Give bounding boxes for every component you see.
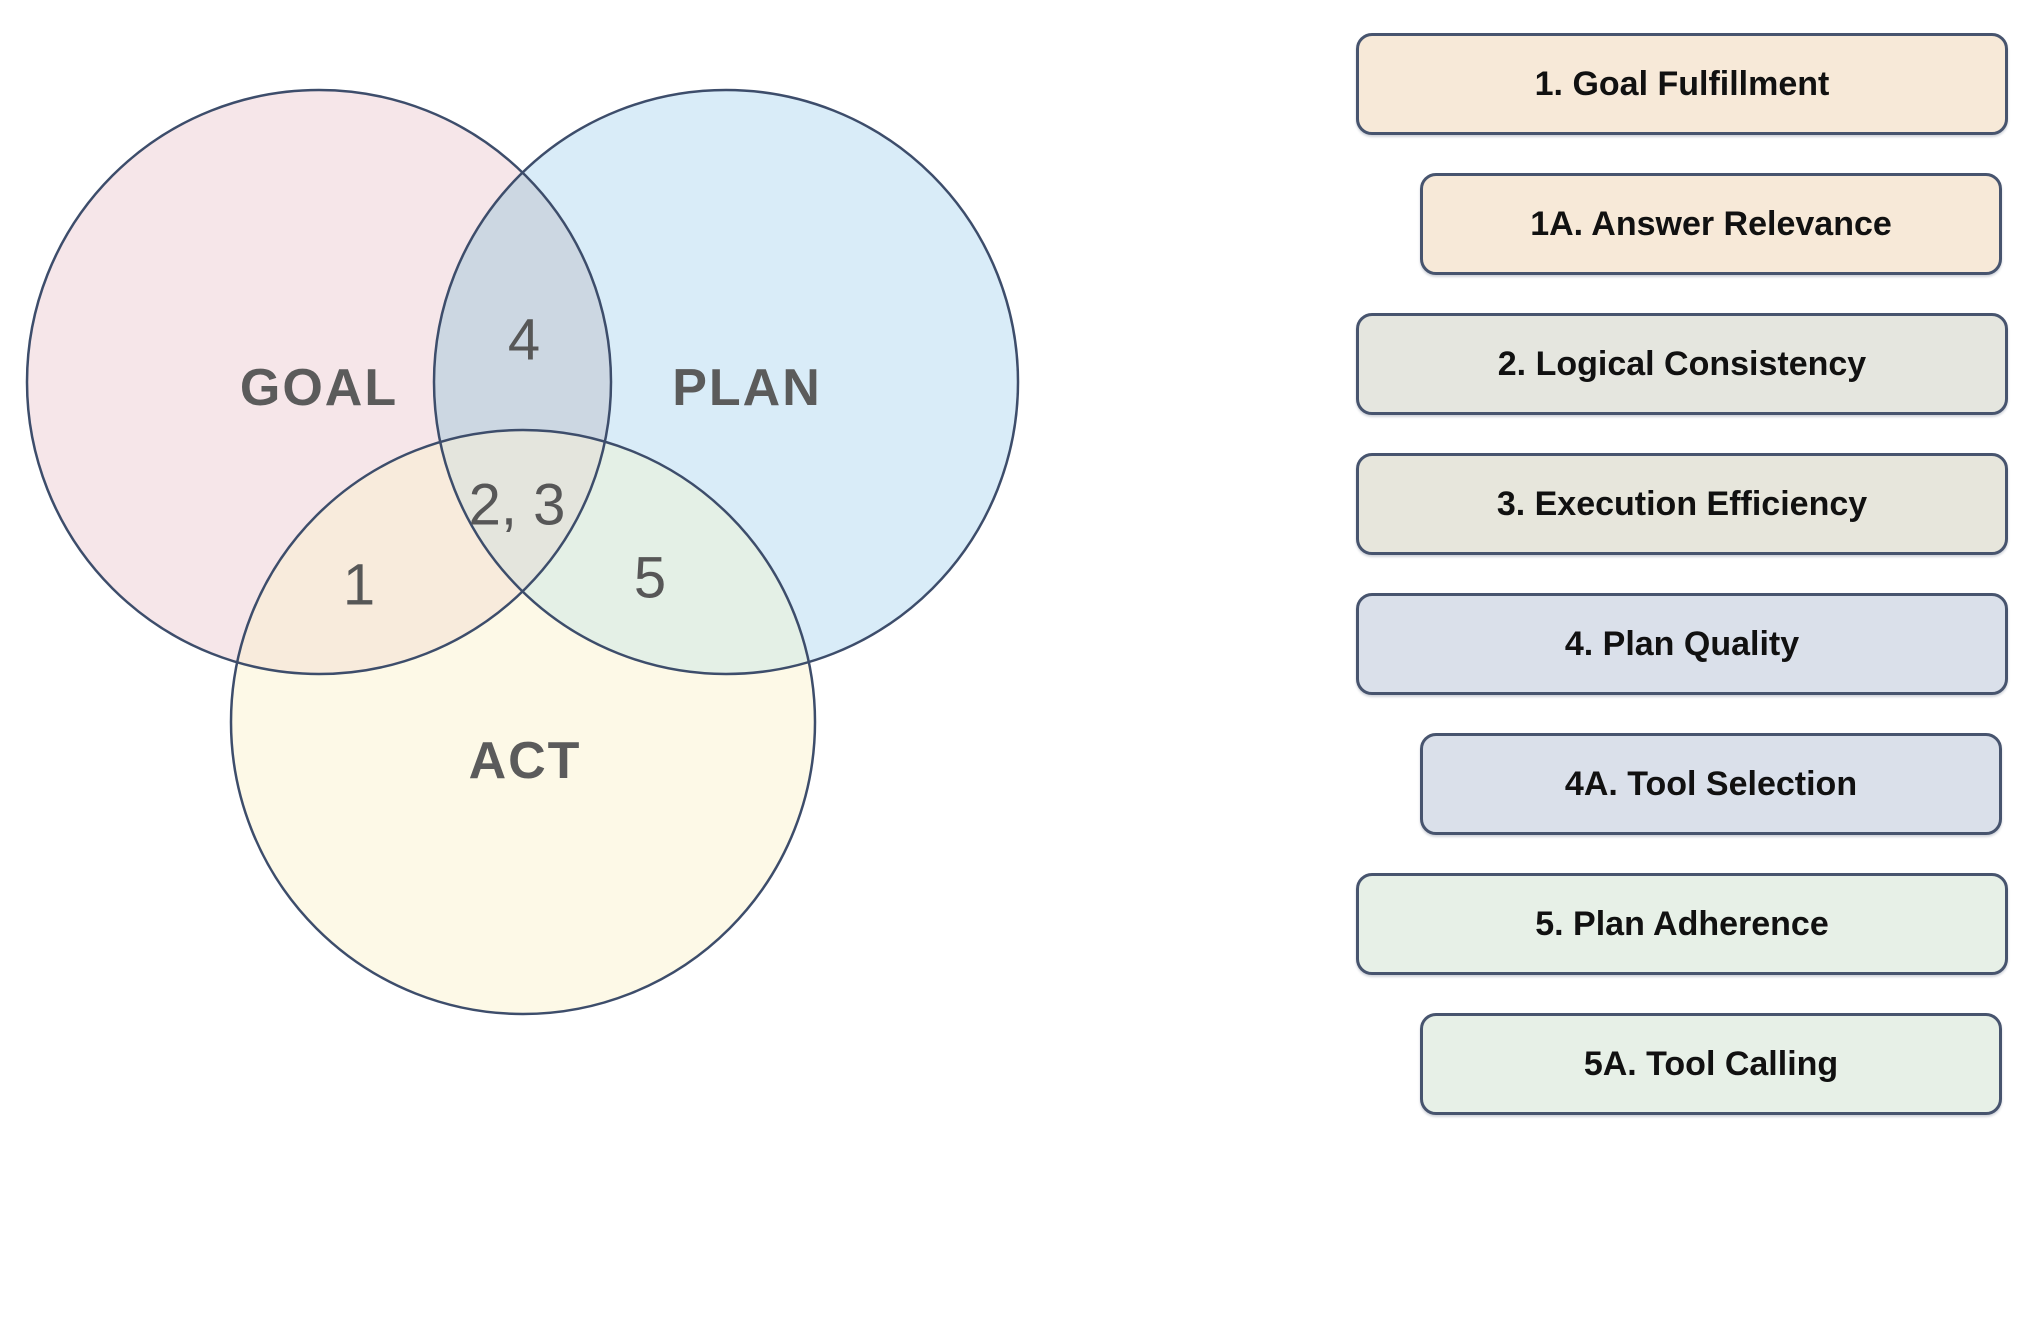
legend-item-plan-quality: 4. Plan Quality [1356,593,2008,695]
region-number-center: 2, 3 [469,473,566,538]
legend-item-tool-selection: 4A. Tool Selection [1420,733,2002,835]
legend-item-label: 1. Goal Fulfillment [1534,64,1830,103]
legend-item-tool-calling: 5A. Tool Calling [1420,1013,2002,1115]
region-number-plan-act: 5 [634,546,666,611]
plan-circle-outline [432,88,1020,676]
legend-item-label: 4. Plan Quality [1564,624,1800,663]
plan-act-overlap [434,430,815,674]
goal-circle-outline [25,88,613,676]
legend-item-logical-consistency: 2. Logical Consistency [1356,313,2008,415]
legend-item-label: 2. Logical Consistency [1497,344,1867,383]
act-label: ACT [469,732,582,790]
legend: 1. Goal Fulfillment 1A. Answer Relevance… [1356,0,2008,1324]
legend-item-execution-efficiency: 3. Execution Efficiency [1356,453,2008,555]
legend-item-label: 5. Plan Adherence [1535,904,1829,943]
goal-label: GOAL [240,359,398,417]
act-circle-outline [229,428,817,1016]
legend-item-label: 1A. Answer Relevance [1530,204,1892,243]
region-number-goal-act: 1 [343,553,375,618]
goal-act-overlap [231,430,611,674]
legend-item-plan-adherence: 5. Plan Adherence [1356,873,2008,975]
legend-item-label: 3. Execution Efficiency [1496,484,1868,523]
plan-label: PLAN [672,359,822,417]
legend-item-answer-relevance: 1A. Answer Relevance [1420,173,2002,275]
legend-item-label: 5A. Tool Calling [1583,1044,1839,1083]
region-number-goal-plan: 4 [508,308,540,373]
legend-item-goal-fulfillment: 1. Goal Fulfillment [1356,33,2008,135]
venn-diagram: GOAL PLAN ACT 4 2, 3 1 5 [25,88,1020,1016]
legend-item-label: 4A. Tool Selection [1564,764,1858,803]
venn-svg: GOAL PLAN ACT 4 2, 3 1 5 [25,88,1020,1016]
